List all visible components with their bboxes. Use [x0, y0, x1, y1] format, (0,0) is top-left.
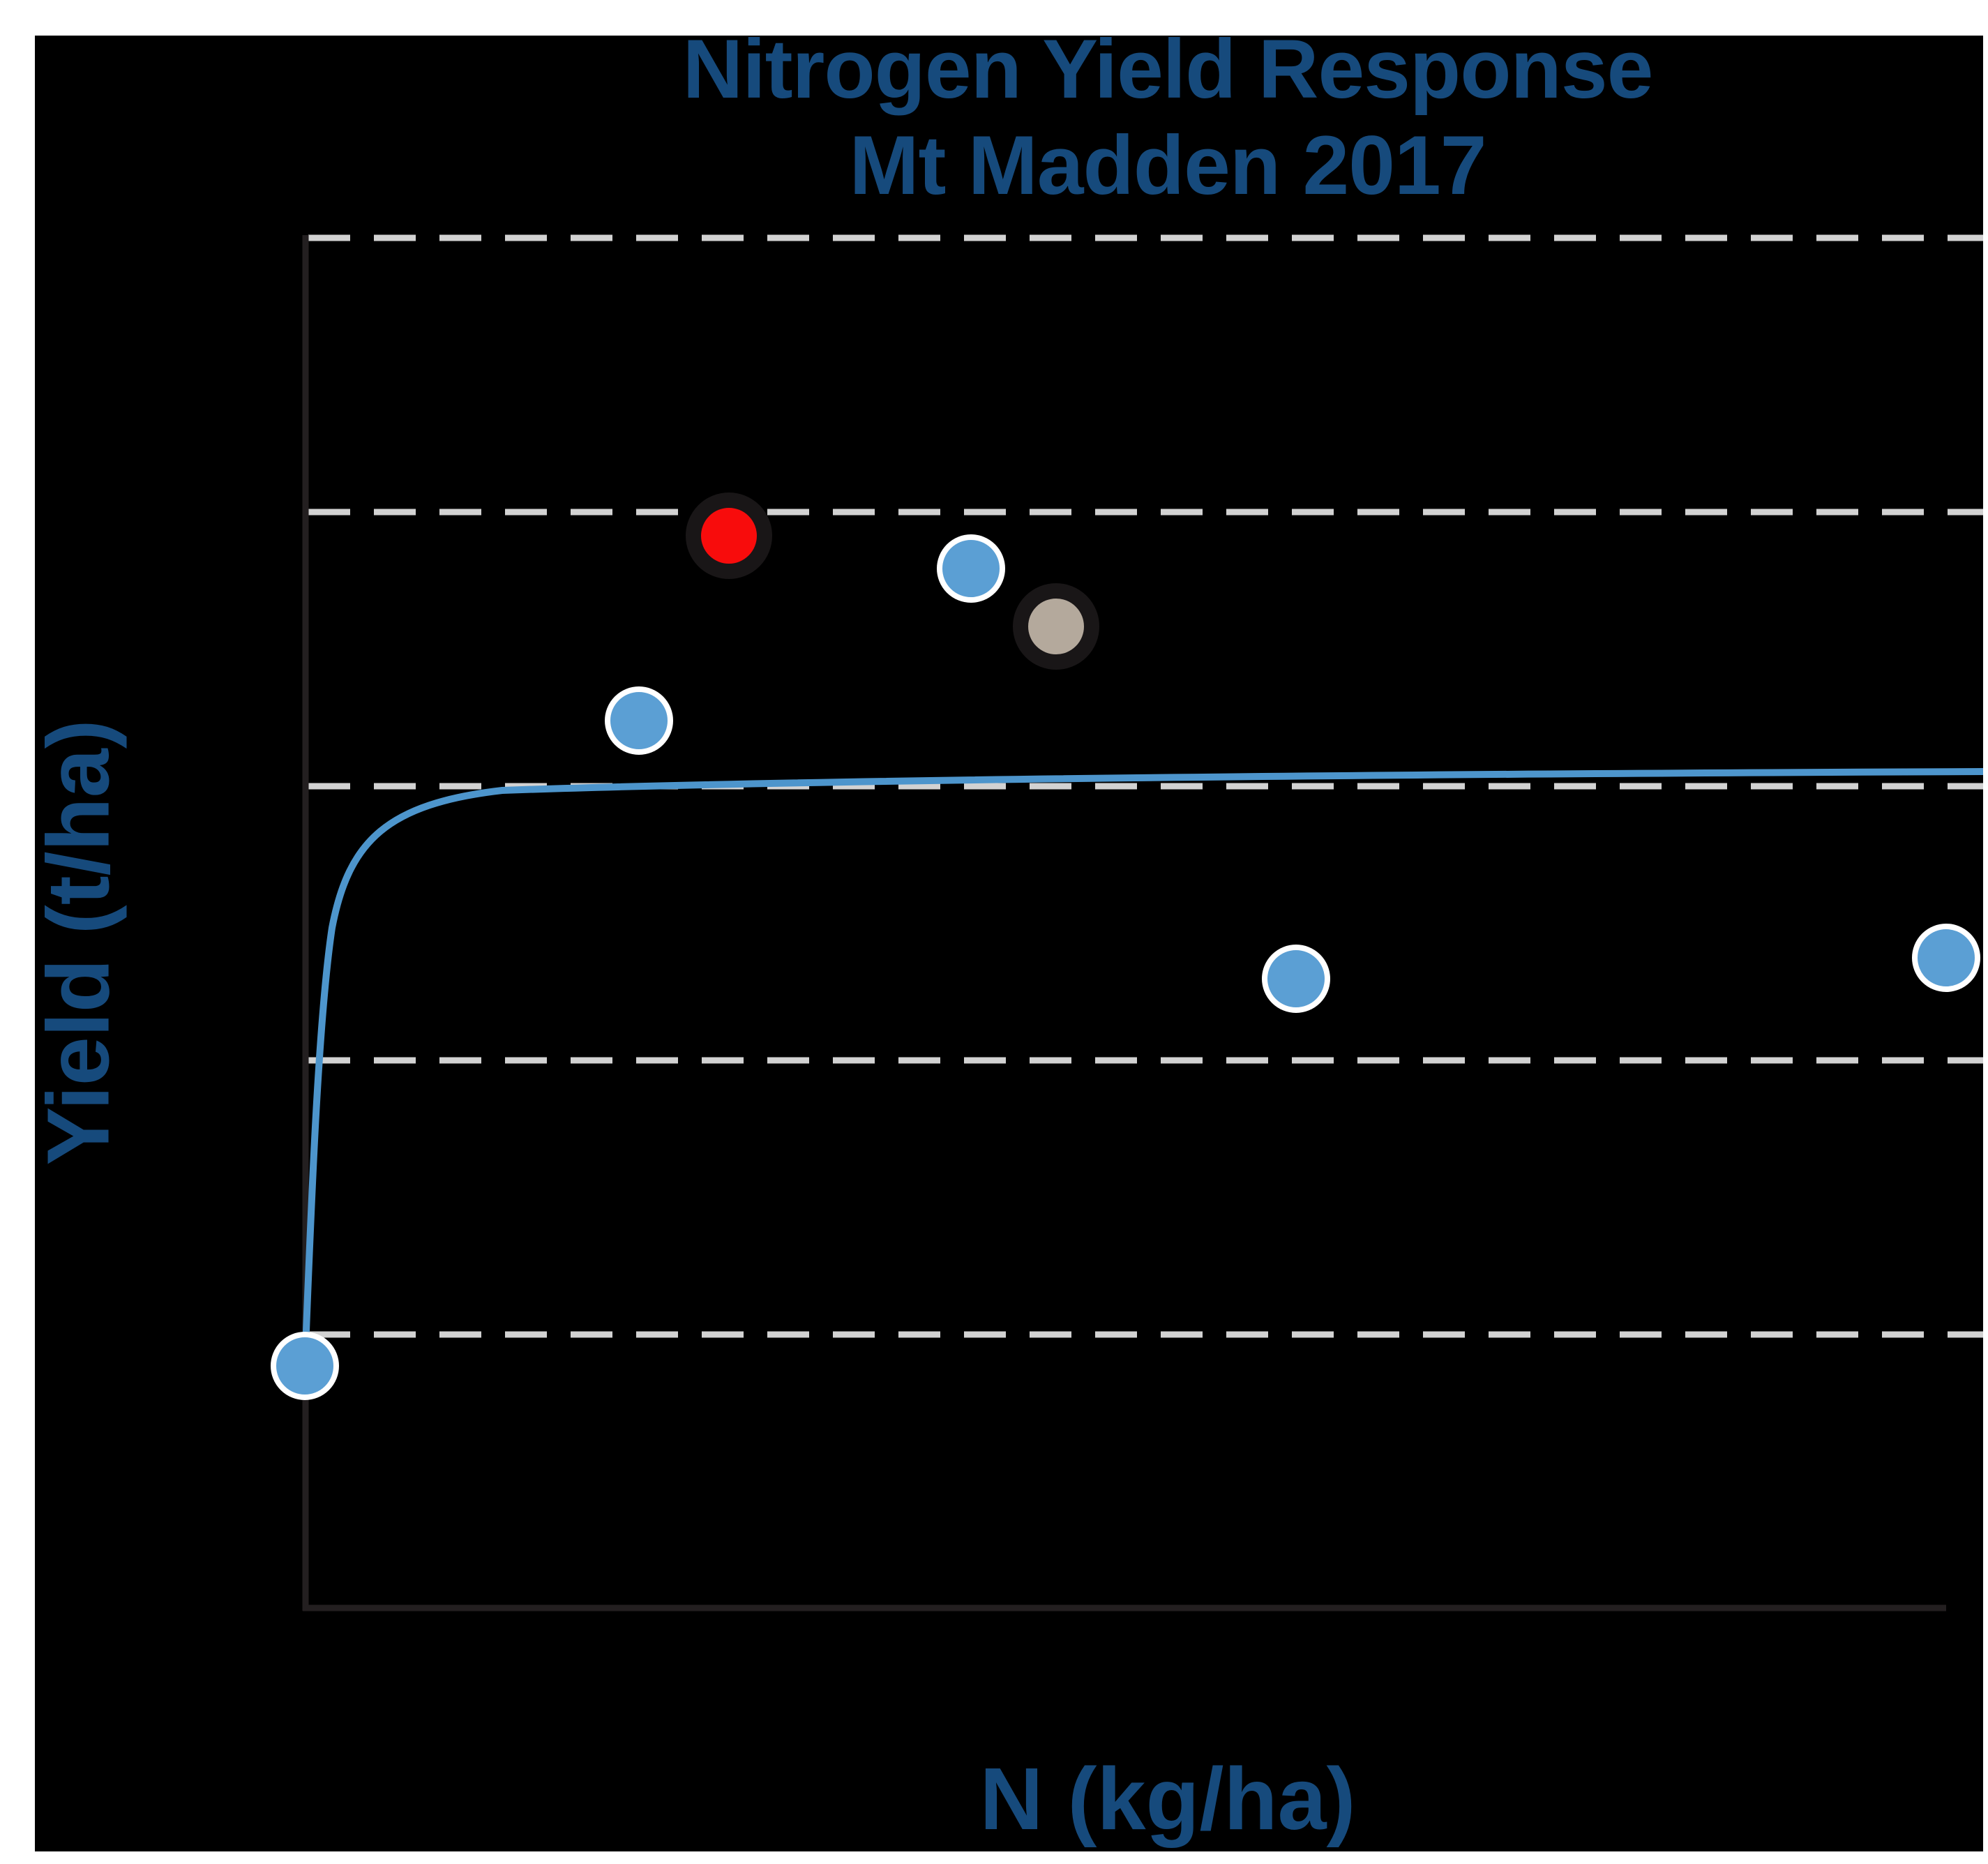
- chart-title-line1: Nitrogen Yield Response: [682, 36, 1654, 116]
- data-point-7: [1912, 924, 1980, 992]
- data-point-1: [271, 1332, 339, 1400]
- x-axis-label: N (kg/ha): [979, 1750, 1356, 1848]
- fitted-curve: [301, 768, 1983, 1367]
- data-point-3-red: [686, 493, 772, 579]
- y-axis-label-text: Yield (t/ha): [35, 719, 128, 1166]
- data-point-5-tan: [1013, 583, 1099, 670]
- plot-area: [271, 234, 1983, 1611]
- figure-canvas: Nitrogen Yield Response Mt Madden 2017 N…: [35, 36, 1983, 1851]
- data-point-2: [605, 686, 673, 755]
- chart-title-line2: Mt Madden 2017: [849, 119, 1487, 212]
- data-point-6: [1262, 945, 1330, 1013]
- data-point-4: [937, 534, 1005, 603]
- chart-title: Nitrogen Yield Response Mt Madden 2017: [306, 36, 1983, 213]
